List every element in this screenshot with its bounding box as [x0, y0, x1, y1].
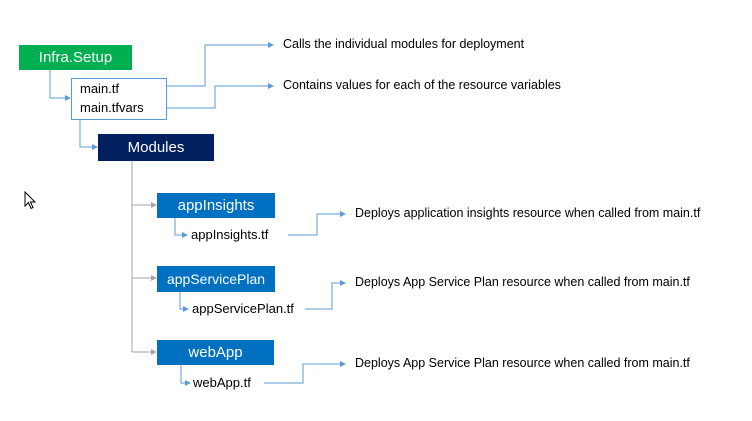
arrowhead [183, 306, 189, 312]
infra-setup-label: Infra.Setup [38, 49, 113, 66]
app-insights-tf-label: appInsights.tf [191, 227, 269, 242]
connector-web-app-tf [180, 365, 186, 384]
arrowhead [185, 380, 191, 386]
arrowhead [65, 95, 71, 101]
connector-files-to-modules [79, 120, 92, 148]
web-app-label: webApp [188, 344, 243, 361]
connector-main-tfvars-note [167, 85, 268, 109]
main-tfvars-annotation: Contains values for each of the resource… [283, 78, 561, 92]
connector-app-service-plan-tf [179, 292, 184, 310]
connector-web-app-note [264, 363, 340, 384]
app-service-plan-tf-label: appServicePlan.tf [192, 301, 294, 316]
arrowhead [92, 144, 98, 150]
web-app-annotation: Deploys App Service Plan resource when c… [355, 356, 690, 370]
arrowhead [151, 275, 157, 281]
arrowhead [268, 42, 274, 48]
mouse-pointer-icon [24, 191, 37, 210]
modules-node: Modules [98, 134, 214, 161]
connector-main-tf-note [167, 44, 268, 87]
app-insights-node: appInsights [157, 193, 275, 218]
root-files-box [71, 78, 167, 120]
arrowhead [151, 349, 157, 355]
connector-app-insights-note [288, 213, 340, 236]
arrowhead [268, 83, 274, 89]
arrowhead [182, 232, 188, 238]
arrowhead [340, 361, 346, 367]
connector-infra-to-files [49, 70, 66, 99]
main-tf-annotation: Calls the individual modules for deploym… [283, 37, 525, 51]
arrowhead [151, 202, 157, 208]
app-service-plan-label: appServicePlan [166, 271, 266, 287]
app-insights-label: appInsights [177, 197, 255, 214]
arrowhead [340, 280, 346, 286]
connector-app-insights-tf [174, 218, 183, 236]
app-service-plan-node: appServicePlan [157, 266, 275, 292]
main-tf-label: main.tf [80, 81, 120, 96]
infra-setup-node: Infra.Setup [19, 45, 132, 70]
connector-app-service-plan-note [305, 282, 340, 310]
arrowhead [340, 211, 346, 217]
app-service-plan-annotation: Deploys App Service Plan resource when c… [355, 275, 690, 289]
web-app-node: webApp [157, 340, 274, 365]
modules-label: Modules [127, 139, 185, 156]
web-app-tf-label: webApp.tf [193, 375, 251, 390]
app-insights-annotation: Deploys application insights resource wh… [355, 206, 701, 220]
main-tfvars-label: main.tfvars [80, 100, 144, 115]
